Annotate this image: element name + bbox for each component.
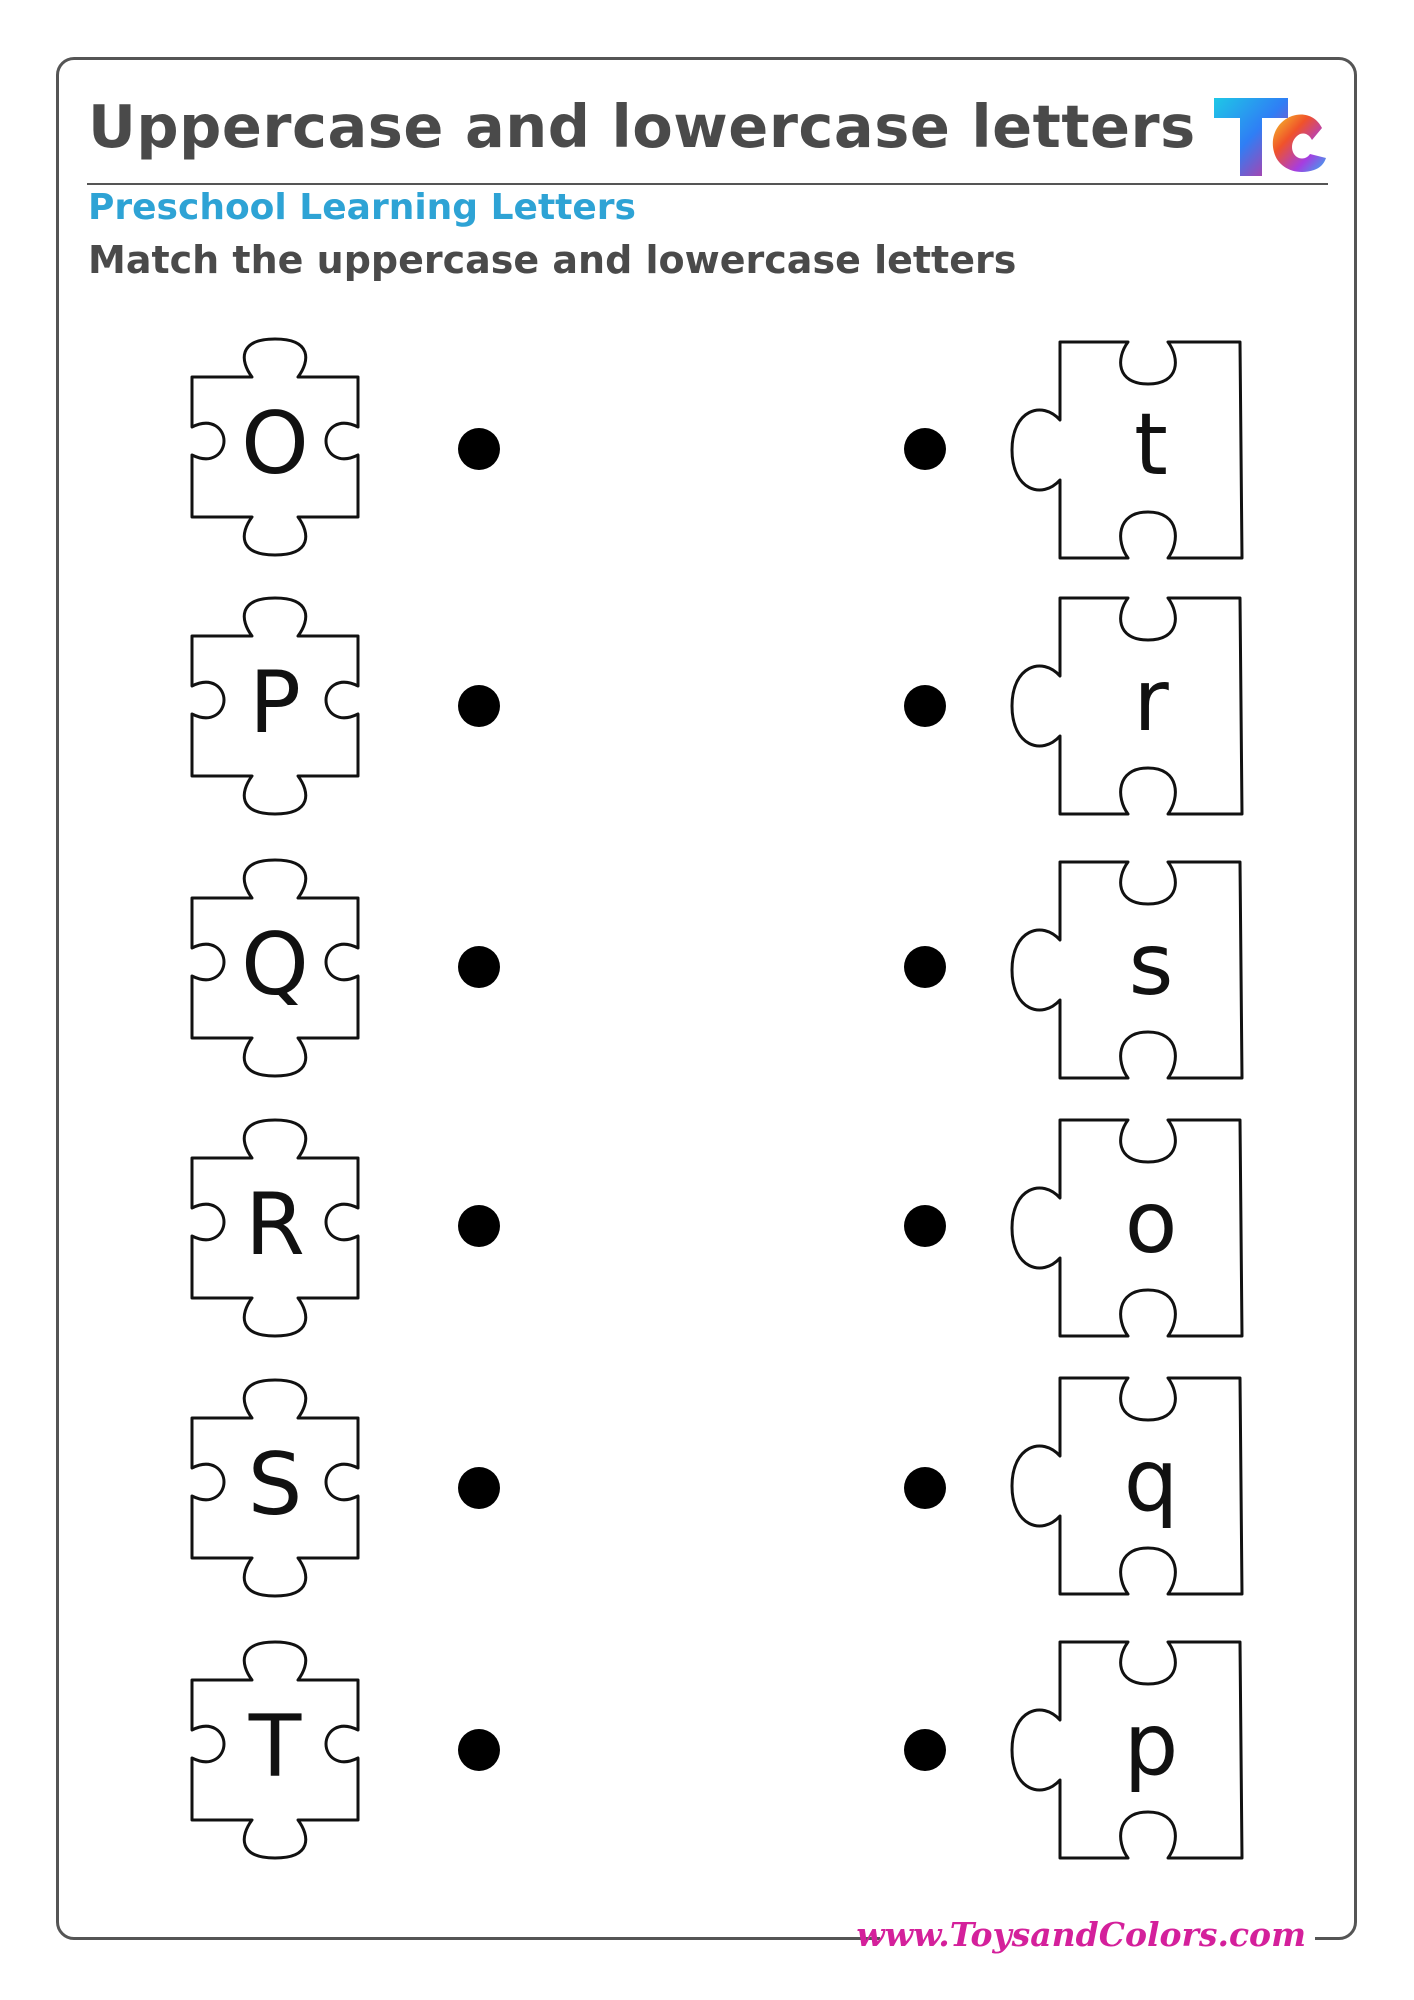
tc-logo-icon	[1214, 98, 1326, 176]
left-match-dot[interactable]	[458, 685, 500, 727]
puzzle-piece-icon	[190, 1118, 360, 1338]
uppercase-letter: P	[249, 653, 301, 753]
right-match-dot[interactable]	[904, 1467, 946, 1509]
puzzle-piece-icon	[1010, 1376, 1244, 1596]
subtitle: Preschool Learning Letters	[88, 187, 636, 228]
puzzle-piece-icon	[190, 596, 360, 816]
puzzle-piece-icon	[190, 858, 360, 1078]
lowercase-letter: p	[1123, 1695, 1179, 1795]
uppercase-piece: O	[190, 337, 360, 557]
left-match-dot[interactable]	[458, 428, 500, 470]
uppercase-piece: T	[190, 1640, 360, 1860]
puzzle-piece-icon	[1010, 340, 1244, 560]
uppercase-letter: R	[245, 1175, 305, 1275]
lowercase-piece: r	[1008, 596, 1244, 816]
right-match-dot[interactable]	[904, 428, 946, 470]
lowercase-letter: q	[1123, 1431, 1179, 1531]
right-match-dot[interactable]	[904, 685, 946, 727]
lowercase-piece: o	[1008, 1118, 1244, 1338]
lowercase-letter: t	[1134, 395, 1168, 495]
lowercase-piece: q	[1008, 1376, 1244, 1596]
instructions: Match the uppercase and lowercase letter…	[88, 238, 1017, 282]
puzzle-piece-icon	[1010, 1118, 1244, 1338]
page-title: Uppercase and lowercase letters	[88, 92, 1196, 161]
uppercase-letter: O	[241, 394, 309, 494]
title-underline	[87, 183, 1328, 185]
puzzle-piece-icon	[1010, 860, 1244, 1080]
puzzle-piece-icon	[1010, 596, 1244, 816]
left-match-dot[interactable]	[458, 1467, 500, 1509]
uppercase-letter: Q	[241, 915, 309, 1015]
uppercase-piece: P	[190, 596, 360, 816]
uppercase-letter: S	[247, 1435, 303, 1535]
lowercase-letter: s	[1128, 915, 1174, 1015]
uppercase-piece: R	[190, 1118, 360, 1338]
right-match-dot[interactable]	[904, 1729, 946, 1771]
puzzle-piece-icon	[190, 337, 360, 557]
puzzle-piece-icon	[190, 1378, 360, 1598]
left-match-dot[interactable]	[458, 1205, 500, 1247]
right-match-dot[interactable]	[904, 946, 946, 988]
lowercase-letter: r	[1133, 651, 1169, 751]
left-match-dot[interactable]	[458, 1729, 500, 1771]
uppercase-piece: Q	[190, 858, 360, 1078]
website-link[interactable]: www.ToysandColors.com	[856, 1915, 1306, 1954]
lowercase-piece: t	[1008, 340, 1244, 560]
uppercase-letter: T	[248, 1697, 302, 1797]
puzzle-piece-icon	[1010, 1640, 1244, 1860]
right-match-dot[interactable]	[904, 1205, 946, 1247]
left-match-dot[interactable]	[458, 946, 500, 988]
footer-border-gap	[880, 1930, 1315, 1954]
lowercase-piece: p	[1008, 1640, 1244, 1860]
lowercase-piece: s	[1008, 860, 1244, 1080]
lowercase-letter: o	[1124, 1173, 1178, 1273]
uppercase-piece: S	[190, 1378, 360, 1598]
puzzle-piece-icon	[190, 1640, 360, 1860]
page-frame	[56, 57, 1357, 1940]
